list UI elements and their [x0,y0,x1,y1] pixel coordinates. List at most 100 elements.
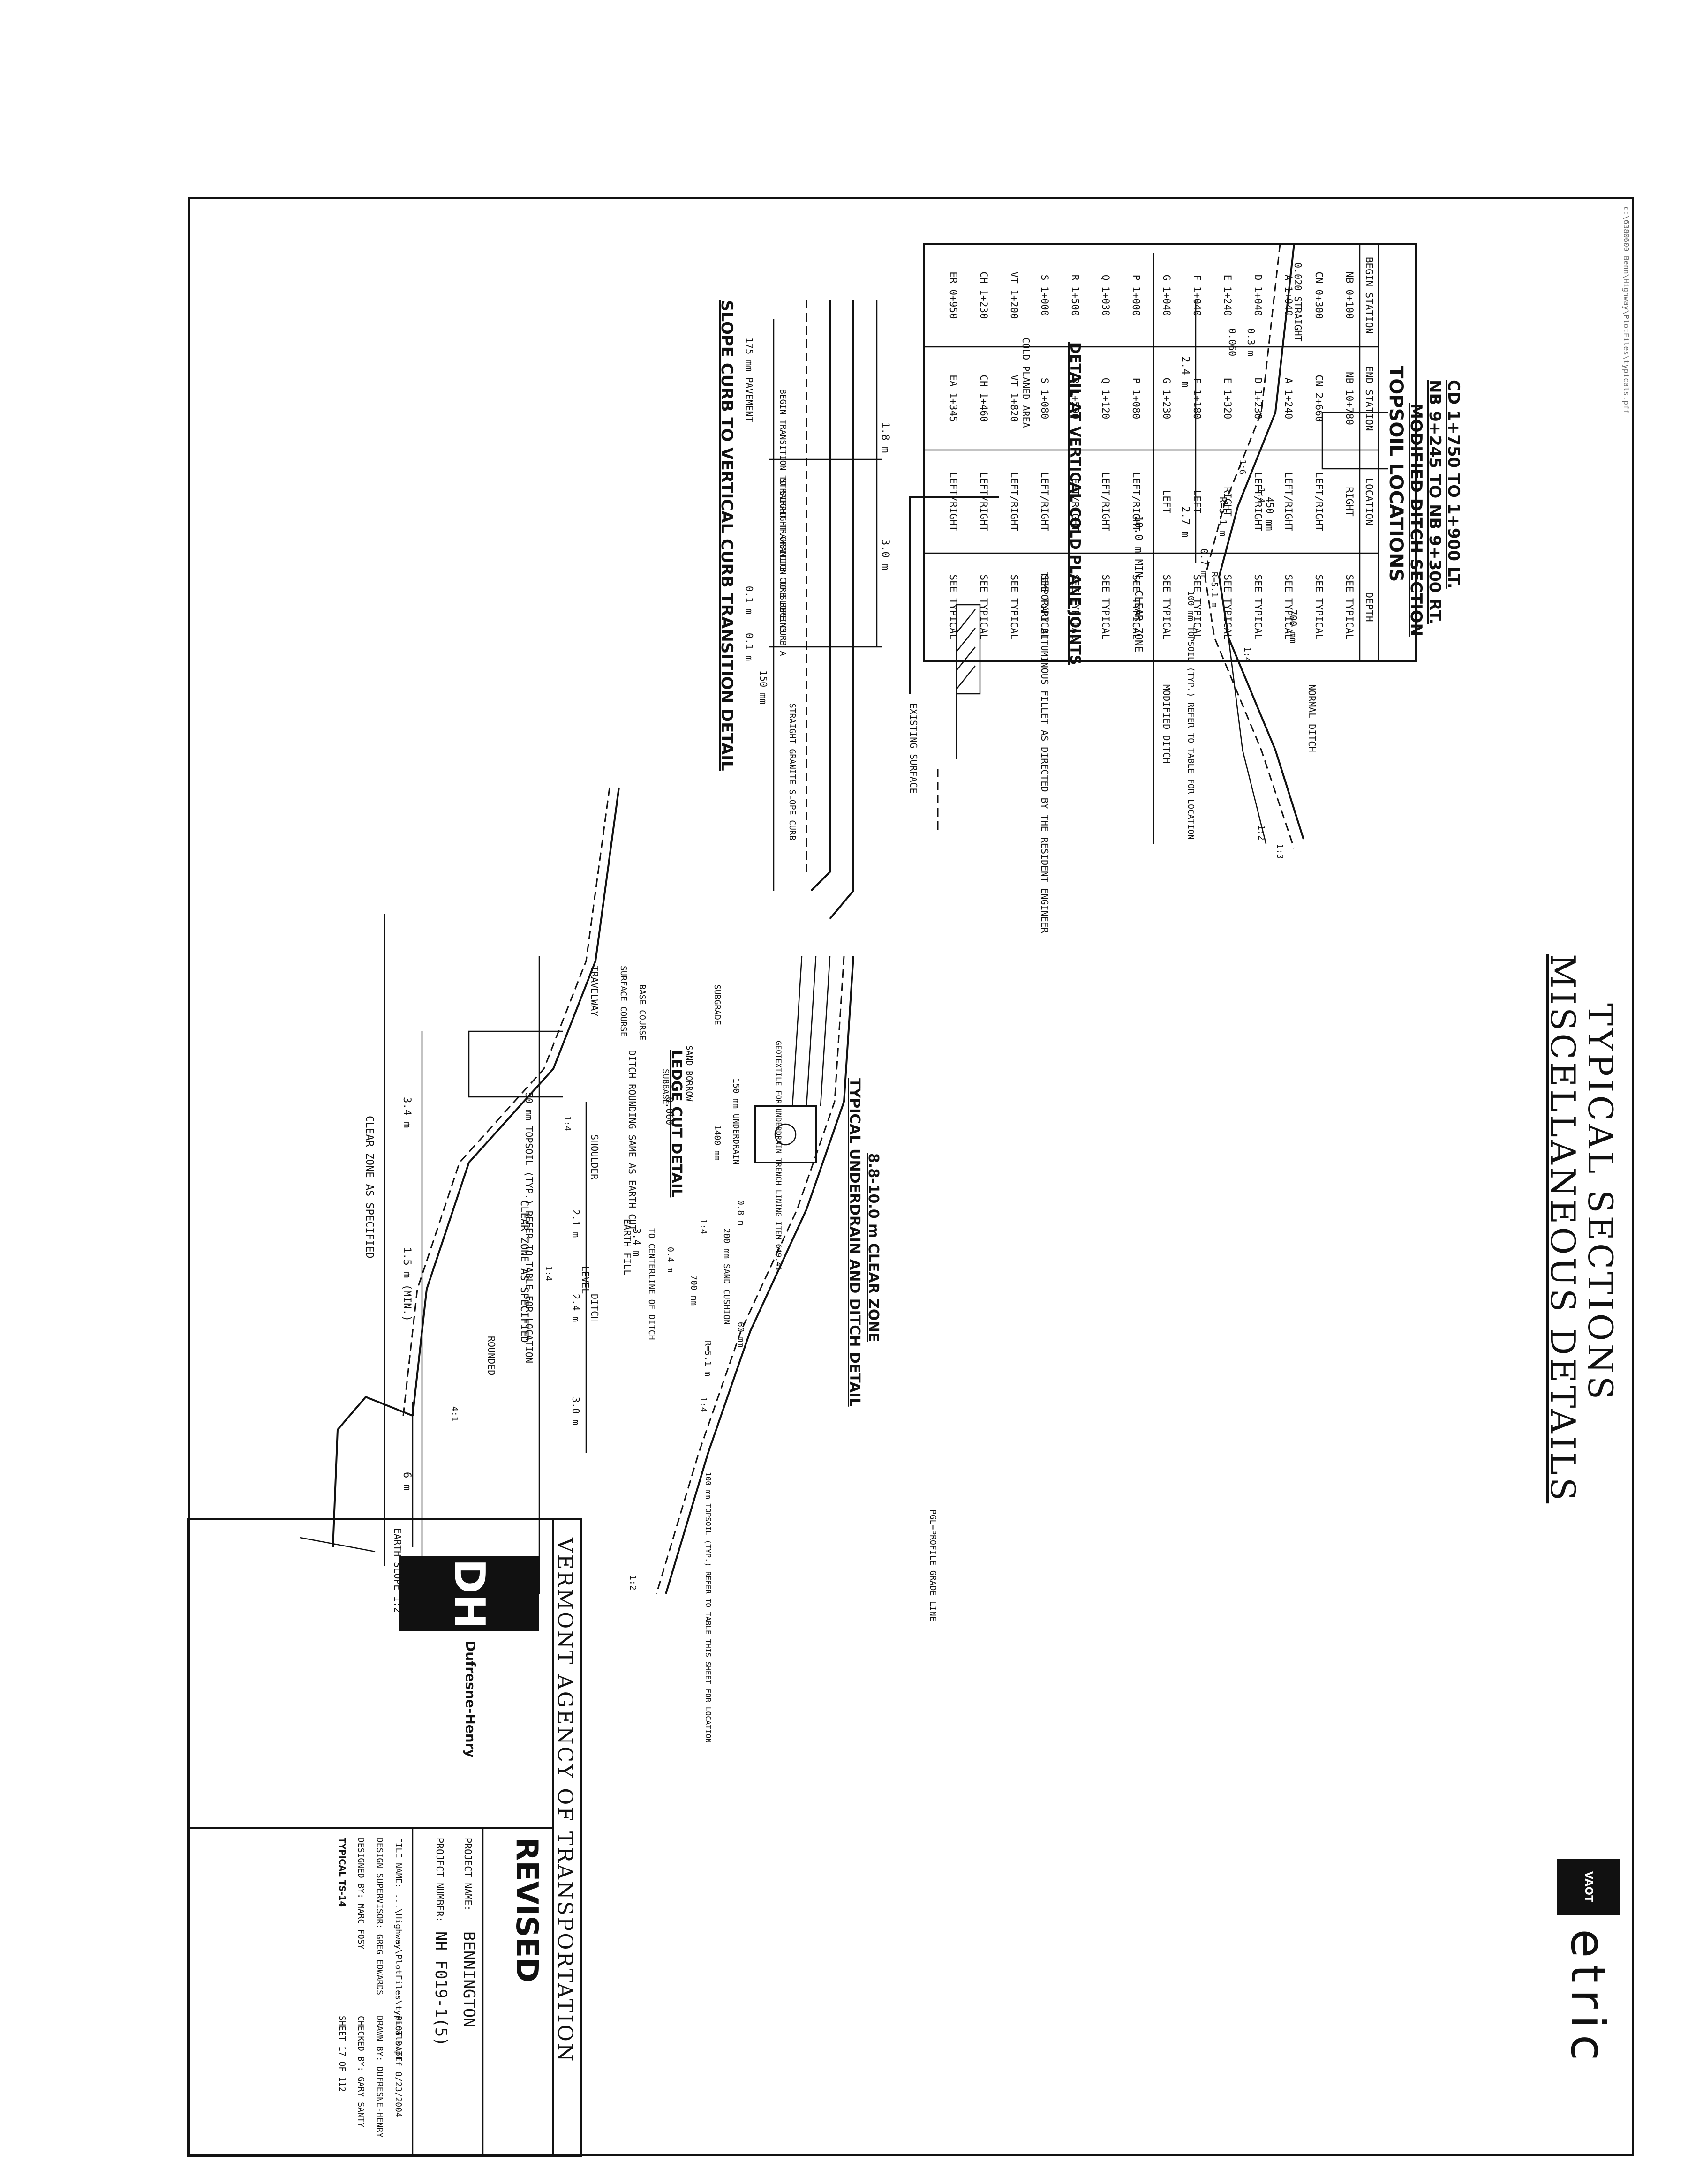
modified-ditch-linework [1153,243,1388,849]
table-cell: LEFT [1191,489,1203,514]
underdrain-travelway: TRAVELWAY [589,966,600,1017]
underdrain-i2: 1:2 [628,1575,638,1591]
project-name-label: PROJECT NAME: [462,1838,474,1911]
underdrain-linework [538,956,854,1594]
table-cell: SEE TYPICAL [1100,574,1111,640]
underdrain-dim-30: 3.0 m [570,1397,581,1426]
table-cell: RIGHT [1344,487,1355,517]
table-cell: EA 1+345 [948,375,959,422]
slope-curb-straight-transition: STRAIGHT TRANSITION TO SLOPE CURB A [778,478,788,656]
table-cell: SEE TYPICAL [1252,574,1264,640]
project-number: NH F019-1(5) [431,1931,450,2047]
table-cell: SEE TYPICAL [1344,574,1355,640]
table-cell: VT 1+820 [1009,375,1020,422]
modified-ditch-clear-zone: 10.0 m MIN. CLEAR ZONE [1132,516,1144,653]
underdrain-to-centerline: TO CENTERLINE OF DITCH [647,1228,656,1340]
underdrain-title: TYPICAL UNDERDRAIN AND DITCH DETAIL [846,1078,863,1407]
underdrain-sand-borrow: SAND BORROW [684,1045,694,1102]
ledge-cut-clear-zone: CLEAR ZONE AS SPECIFIED [363,1116,375,1259]
underdrain-shoulder: SHOULDER [589,1134,600,1180]
modified-ditch-title: MODIFIED DITCH SECTION [1407,403,1425,637]
ledge-cut-dim-6: 6 m [401,1472,413,1491]
ledge-cut-i4d: 4:1 [450,1406,460,1422]
ledge-cut-ditch-rounding: DITCH ROUNDING SAME AS EARTH CUT [626,1050,638,1231]
table-cell: LEFT/RIGHT [1313,472,1325,532]
underdrain-dim-700: 700 mm [689,1275,699,1306]
table-cell: P 1+080 [1130,377,1142,420]
dh-logo: DH [399,1556,539,1631]
modified-ditch-slope-020: 0.020 STRAIGHT [1292,263,1304,342]
ledge-cut-level: LEVEL [580,1266,591,1294]
table-cell: G 1+040 [1161,274,1172,316]
table-cell: Q 1+120 [1100,377,1111,420]
underdrain-r51: R=5.1 m [703,1341,713,1376]
table-cell: LEFT/RIGHT [1283,472,1294,532]
underdrain-geotextile: GEOTEXTILE FOR UNDERDRAIN TRENCH LINING … [774,1041,783,1271]
cold-plane-area: COLD PLANED AREA [1020,338,1032,428]
ledge-cut-i4b: 1:4 [543,1266,553,1281]
slope-curb-linework [769,300,882,920]
modified-ditch-sub2: CD 1+750 TO 1+900 LT. [1444,380,1463,589]
modified-ditch-dim-07: 0.7 m [1198,548,1210,577]
ledge-cut-i4a: 1:4 [562,1116,572,1131]
plot-date: PLOT DATE: 8/23/2004 [393,2016,403,2117]
table-cell: CN 2+660 [1313,375,1325,422]
agency-name: VERMONT AGENCY OF TRANSPORTATION [553,1538,577,2064]
modified-ditch-r51: R=5.1 m [1217,497,1228,537]
table-cell: NB 0+100 [1344,271,1355,319]
underdrain-pgl: PGL=PROFILE GRADE LINE [928,1509,938,1621]
ledge-cut-rounded: ROUNDED [486,1336,497,1376]
modified-ditch-dim-03: 0.3 m [1245,328,1257,357]
typical-number: TYPICAL TS-14 [337,1838,347,1907]
table-cell: R 1+500 [1070,274,1081,316]
table-cell: LEFT/RIGHT [978,472,989,532]
slope-curb-dim-01a: 0.1 m [744,586,755,615]
underdrain-sub: 8.8-10.0 m CLEAR ZONE [865,1153,882,1343]
table-cell: LEFT/RIGHT [1009,472,1020,532]
design-supervisor: DESIGN SUPERVISOR: GREG EDWARDS [375,1838,384,1995]
table-header-end: END STATION [1364,366,1375,431]
underdrain-subgrade: SUBGRADE [712,984,722,1025]
underdrain-topsoil: 100 mm TOPSOIL (TYP.) REFER TO TABLE THI… [704,1472,713,1743]
table-cell: S 1+000 [1039,274,1050,316]
table-cell: SEE TYPICAL [1161,574,1172,640]
underdrain-ditch: DITCH [589,1294,600,1322]
table-cell: S 1+080 [1039,377,1050,420]
topsoil-table-grid [923,243,1417,662]
slope-curb-dim-01b: 0.1 m [744,633,755,661]
slope-curb-dim-18: 1.8 m [879,422,891,453]
slope-curb-pavement: 175 mm PAVEMENT [744,338,755,422]
normal-ditch-label: NORMAL DITCH [1306,684,1318,752]
table-cell: D 1+230 [1252,377,1264,420]
underdrain-dim-04: 0.4 m [665,1247,675,1273]
ledge-cut-linework [300,787,620,1566]
underdrain-subbase: SUBBASE [661,1069,671,1104]
checked-by: CHECKED BY: GARY SANTY [356,2016,366,2128]
table-cell: Q 1+030 [1100,274,1111,316]
table-cell: SEE TYPICAL [1283,574,1294,640]
table-cell: SEE TYPICAL [1222,574,1233,640]
underdrain-i4a: 1:4 [698,1219,708,1234]
table-cell: E 1+320 [1222,377,1233,420]
underdrain-dim-24: 2.4 m [570,1294,581,1322]
underdrain-dim-1400: 1400 mm [712,1125,722,1161]
underdrain-surface-course: SURFACE COURSE [618,966,628,1037]
table-cell: P 1+000 [1130,274,1142,316]
table-cell: F 1+040 [1191,274,1203,316]
table-cell: SEE TYPICAL [1313,574,1325,640]
designed-by: DESIGNED BY: MARC FOSY [356,1838,366,1950]
modified-ditch-topsoil: 100 mm TOPSOIL (TYP.) REFER TO TABLE FOR… [1186,591,1196,840]
modified-ditch-i4b: 1:4 [1242,647,1252,662]
underdrain-dim-60: 60 mm [736,1322,746,1348]
underdrain-clear-zone: CLEAR ZONE AS SPECIFIED [518,1200,530,1343]
table-cell: G 1+230 [1161,377,1172,420]
modified-ditch-i4a: 1:4 [1256,488,1266,503]
project-number-label: PROJECT NUMBER: [434,1838,445,1922]
table-cell: SEE TYPICAL [948,574,959,640]
cold-plane-existing: EXISTING SURFACE [908,703,919,794]
modified-ditch-r51b: R=5.1 m [1209,572,1219,608]
underdrain-dim-08: 0.8 m [736,1200,746,1226]
table-cell: LEFT/RIGHT [1100,472,1111,532]
modified-ditch-sub1: NB 9+245 TO NB 9+300 RT. [1425,380,1444,624]
